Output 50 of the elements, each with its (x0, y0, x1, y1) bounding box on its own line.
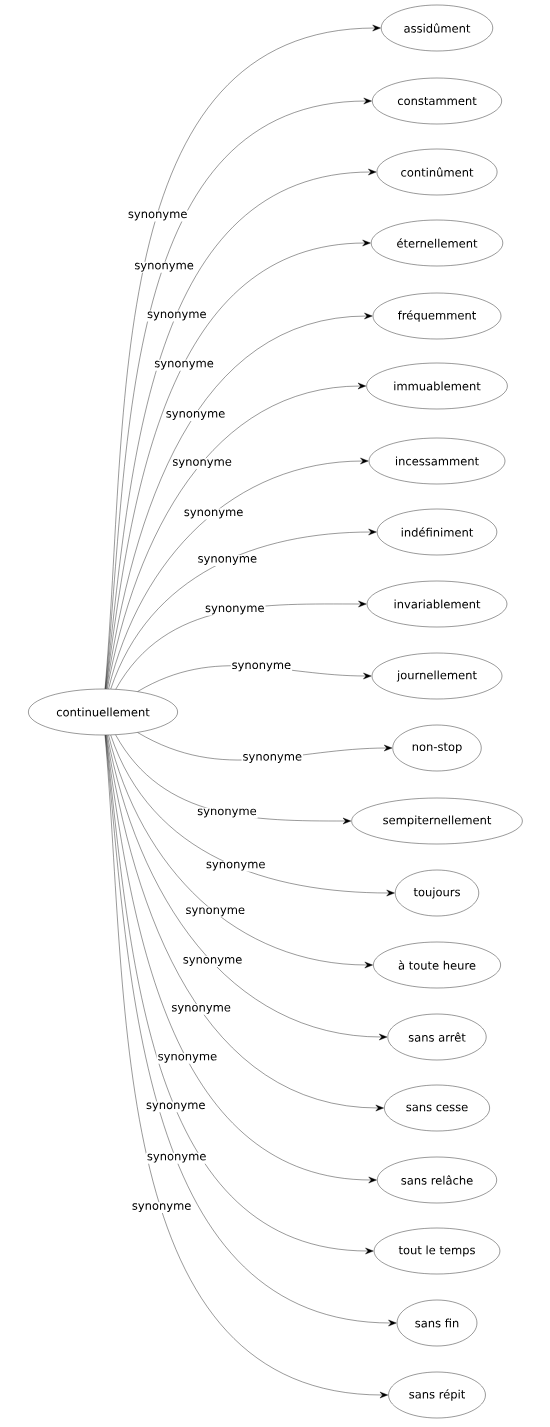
ellipse-node: invariablement (366, 580, 508, 628)
ellipse-node: assidûment (381, 4, 493, 52)
edge-label: synonyme (241, 753, 304, 764)
ellipse-node: immuablement (366, 362, 508, 410)
ellipse-node: fréquemment (372, 292, 502, 340)
edge-label: synonyme (204, 860, 267, 872)
edge-label: synonyme (153, 359, 215, 371)
ellipse-node: sans répit (388, 1371, 486, 1419)
edge-label: synonyme (196, 555, 259, 566)
edge-label: synonyme (145, 1152, 208, 1164)
ellipse-node: sempiternellement (351, 797, 523, 845)
ellipse-node: incessamment (368, 437, 506, 485)
edge-label: synonyme (182, 508, 245, 520)
edge-label: synonyme (170, 1003, 232, 1015)
arrow (107, 734, 388, 1041)
arrow (110, 528, 377, 690)
ellipse-node: journellement (371, 652, 503, 700)
ellipse-node: toujours (395, 869, 479, 917)
ellipse-node: continuellement (28, 688, 178, 736)
ellipse-node: continûment (376, 148, 498, 196)
edge-label: synonyme (204, 604, 266, 616)
edge-label: synonyme (181, 956, 244, 967)
edge-label: synonyme (230, 661, 293, 673)
edge-label: synonyme (144, 1101, 207, 1113)
ellipse-node: constamment (372, 77, 502, 125)
ellipse-node: sans arrêt (387, 1013, 487, 1061)
ellipse-node: sans relâche (377, 1156, 497, 1204)
arrow (106, 312, 373, 690)
ellipse-node: sans fin (396, 1299, 478, 1347)
ellipse-node: non-stop (392, 724, 482, 772)
edge-label: synonyme (196, 807, 258, 819)
edge-label: synonyme (126, 210, 189, 222)
arrow (108, 734, 373, 969)
arrow (105, 239, 371, 690)
arrow (108, 457, 369, 690)
edge-label: synonyme (146, 310, 208, 322)
ellipse-node: sans cesse (384, 1084, 490, 1132)
ellipse-node: éternellement (371, 219, 504, 267)
edge-label: synonyme (133, 261, 195, 273)
arrow (107, 382, 367, 690)
edge-label: synonyme (156, 1052, 219, 1064)
ellipse-node: indéfiniment (376, 508, 498, 556)
ellipse-node: tout le temps (373, 1227, 501, 1275)
edge-label: synonyme (130, 1202, 193, 1214)
edge-label: synonyme (164, 410, 227, 421)
ellipse-node: à toute heure (373, 941, 501, 989)
edge-label: synonyme (184, 906, 246, 918)
arrow (110, 734, 395, 897)
edge-label: synonyme (171, 458, 233, 470)
arrow (106, 734, 384, 1112)
